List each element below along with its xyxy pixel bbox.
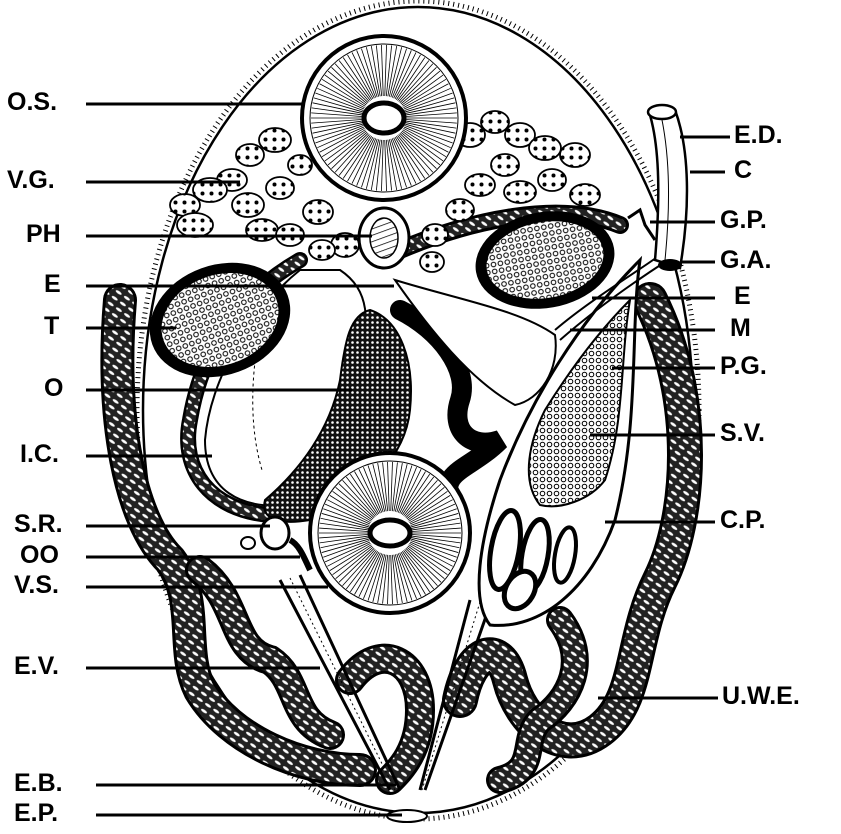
label-vg: V.G. [7,168,55,193]
label-eb: E.B. [14,771,63,796]
label-e-left: E [44,272,61,297]
label-sr: S.R. [14,512,63,537]
label-ga: G.A. [720,248,771,273]
label-c: C [734,158,752,183]
label-oo: OO [20,543,59,568]
label-cp: C.P. [720,508,765,533]
oral-sucker [302,36,466,200]
label-gp: G.P. [720,208,767,233]
label-e-right: E [734,284,751,309]
ventral-sucker [310,453,470,613]
label-vs: V.S. [14,573,59,598]
label-o: O [44,376,63,401]
label-sv: S.V. [720,421,765,446]
pharynx [359,208,409,268]
label-os: O.S. [7,90,57,115]
label-ev: E.V. [14,654,59,679]
label-ed: E.D. [734,123,783,148]
label-t: T [44,314,59,339]
label-ph: PH [26,222,61,247]
label-ic: I.C. [20,442,59,467]
label-m: M [730,316,751,341]
label-ep: E.P. [14,801,58,826]
label-pg: P.G. [720,354,767,379]
label-uwe: U.W.E. [722,684,800,709]
